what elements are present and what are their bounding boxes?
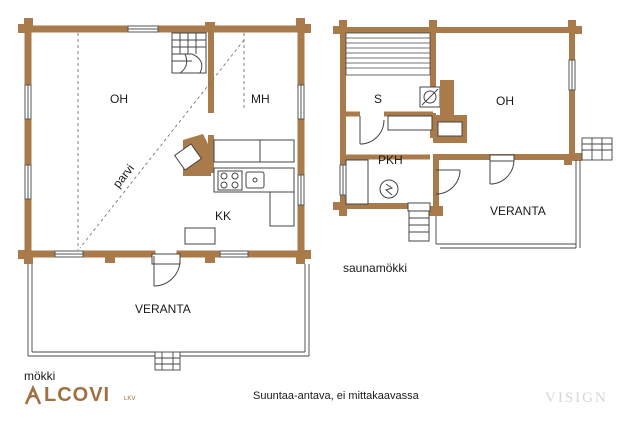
sauna-interior-walls: [346, 111, 433, 160]
room-label-oh: OH: [110, 92, 128, 106]
mokki-veranta: [27, 264, 310, 371]
room-label-pkh: PKH: [378, 153, 403, 167]
pkh-door: [435, 169, 461, 195]
sauna-log-ends: [333, 20, 582, 216]
sauna-oh-door: [489, 154, 515, 185]
sauna-plan: [333, 20, 613, 249]
chimney-block: [433, 80, 467, 143]
parvi-dashed-lines: [77, 33, 245, 250]
pkh-bench: [345, 159, 369, 205]
mokki-caption: mökki: [24, 369, 56, 383]
logo: LCOVI LKV: [24, 384, 144, 406]
floor-drain: [379, 179, 399, 199]
room-label-kk: KK: [215, 209, 232, 223]
sauna-windows: [339, 59, 576, 196]
sauna-caption: saunamökki: [343, 261, 408, 275]
room-label-sauna-oh: OH: [496, 94, 514, 108]
fireplace: [173, 134, 211, 176]
cabinet: [184, 227, 216, 245]
stairs: [171, 32, 207, 74]
logo-name: LCOVI: [44, 384, 111, 406]
disclaimer-note: Suuntaa-antava, ei mittakaavassa: [253, 390, 419, 402]
room-label-s: S: [374, 92, 383, 106]
logo-suffix: LKV: [124, 396, 136, 402]
stove: [217, 170, 243, 191]
mokki-log-ends: [18, 18, 311, 264]
sauna-veranta-label: VERANTA: [490, 204, 546, 218]
mokki-windows: [24, 25, 305, 258]
sauna-stove: [419, 86, 441, 108]
sauna-veranta: [435, 137, 613, 249]
mokki-entrance-door: [151, 253, 181, 287]
mokki-plan: [18, 18, 311, 371]
mokki-veranta-label: VERANTA: [135, 302, 191, 316]
sauna-benches: [345, 32, 431, 76]
sink: [245, 171, 265, 189]
sauna-outer-walls: [340, 27, 575, 209]
sauna-entrance-door: [407, 202, 431, 242]
watermark: VISIGN: [545, 390, 608, 406]
logo-mark-icon: [24, 385, 42, 405]
room-label-mh: MH: [251, 92, 270, 106]
sauna-door: [359, 116, 385, 145]
bench-pkh: [387, 115, 433, 131]
